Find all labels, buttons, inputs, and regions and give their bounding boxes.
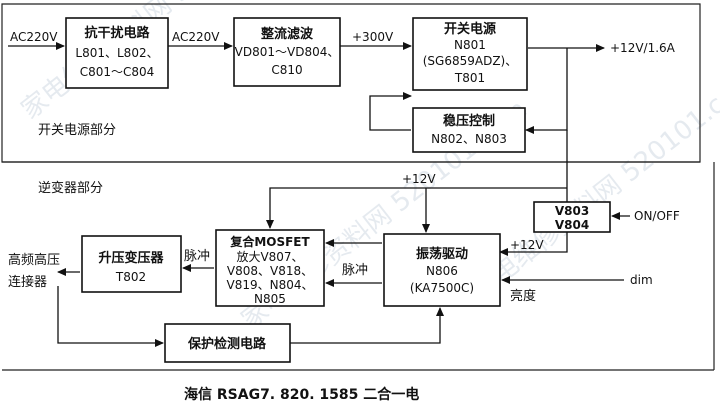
ac-input-label: AC220V xyxy=(10,30,58,44)
ac-mid-label: AC220V xyxy=(172,30,220,44)
switch-psu-line2: N801 xyxy=(454,38,486,52)
emi-filter-title: 抗干扰电路 xyxy=(84,25,150,41)
regulator-line2: N802、N803 xyxy=(431,132,507,146)
protection-title: 保护检测电路 xyxy=(187,336,267,352)
oscillator-title: 振荡驱动 xyxy=(416,246,468,262)
mosfet-amp-block: 复合MOSFET 放大V807、 V808、V818、 V819、N804、 N… xyxy=(215,229,325,307)
boost-transformer-block: 升压变压器 T802 xyxy=(81,235,182,293)
switching-power-section-label: 开关电源部分 xyxy=(38,123,116,138)
boost-transformer-title: 升压变压器 xyxy=(98,250,164,266)
rectifier-line2: VD801～VD804、 xyxy=(235,45,340,59)
emi-filter-line3: C801～C804 xyxy=(80,65,155,79)
inverter-frame xyxy=(2,161,715,371)
inverter-section-label: 逆变器部分 xyxy=(38,180,103,196)
pulse-label-1: 脉冲 xyxy=(184,249,210,264)
v12-right-label: +12V xyxy=(510,238,544,252)
mosfet-line5: N805 xyxy=(254,292,286,306)
switch-psu-block: 开关电源 N801 (SG6859ADZ)、 T801 xyxy=(412,17,528,91)
regulator-block: 稳压控制 N802、N803 xyxy=(412,107,526,153)
hv-connector-label-2: 连接器 xyxy=(8,274,47,290)
caption: 海信 RSAG7. 820. 1585 二合一电 xyxy=(184,386,419,403)
oscillator-line3: (KA7500C) xyxy=(410,281,474,295)
emi-filter-line2: L801、L802、 xyxy=(75,46,158,60)
dim-label: dim xyxy=(630,273,653,287)
regulator-to-psu-wire xyxy=(369,92,412,131)
mosfet-line2: 放大V807、 xyxy=(236,249,303,264)
v12-bus-to-mosfet-wire xyxy=(266,187,567,229)
switch-psu-line3: (SG6859ADZ)、 xyxy=(423,54,518,68)
rectifier-line3: C810 xyxy=(271,63,302,77)
protection-block: 保护检测电路 xyxy=(164,323,291,363)
switch-psu-line4: T801 xyxy=(454,71,485,85)
dc-300-label: +300V xyxy=(352,30,394,44)
v803-switch-block: V803 V804 xyxy=(533,201,611,233)
pulse-label-2: 脉冲 xyxy=(342,263,368,278)
regulator-title: 稳压控制 xyxy=(443,113,495,129)
mosfet-line1: 复合MOSFET xyxy=(229,234,310,249)
rectifier-block: 整流滤波 VD801～VD804、 C810 xyxy=(233,17,341,87)
v12-top-label: +12V xyxy=(402,172,436,186)
v803-to-oscillator-wire xyxy=(499,232,568,256)
brightness-label: 亮度 xyxy=(510,288,536,304)
watermark-text-3: 家电维修资料网 520101.com xyxy=(466,64,720,305)
on-off-label: ON/OFF xyxy=(634,209,680,223)
mosfet-line3: V808、V818、 xyxy=(227,264,313,278)
output-12v-label: +12V/1.6A xyxy=(610,41,676,55)
rectifier-title: 整流滤波 xyxy=(260,26,314,42)
oscillator-block: 振荡驱动 N806 (KA7500C) xyxy=(383,233,501,307)
v803-line2: V804 xyxy=(555,218,589,232)
emi-filter-block: 抗干扰电路 L801、L802、 C801～C804 xyxy=(65,17,169,89)
v803-line1: V803 xyxy=(555,204,589,218)
connector-to-protection-wire xyxy=(57,286,164,347)
mosfet-line4: V819、N804、 xyxy=(227,278,314,292)
switch-psu-title: 开关电源 xyxy=(444,21,496,37)
protection-to-oscillator-wire xyxy=(290,307,444,344)
boost-transformer-line2: T802 xyxy=(115,270,146,284)
hv-connector-label-1: 高频高压 xyxy=(8,252,60,268)
oscillator-line2: N806 xyxy=(426,264,458,278)
